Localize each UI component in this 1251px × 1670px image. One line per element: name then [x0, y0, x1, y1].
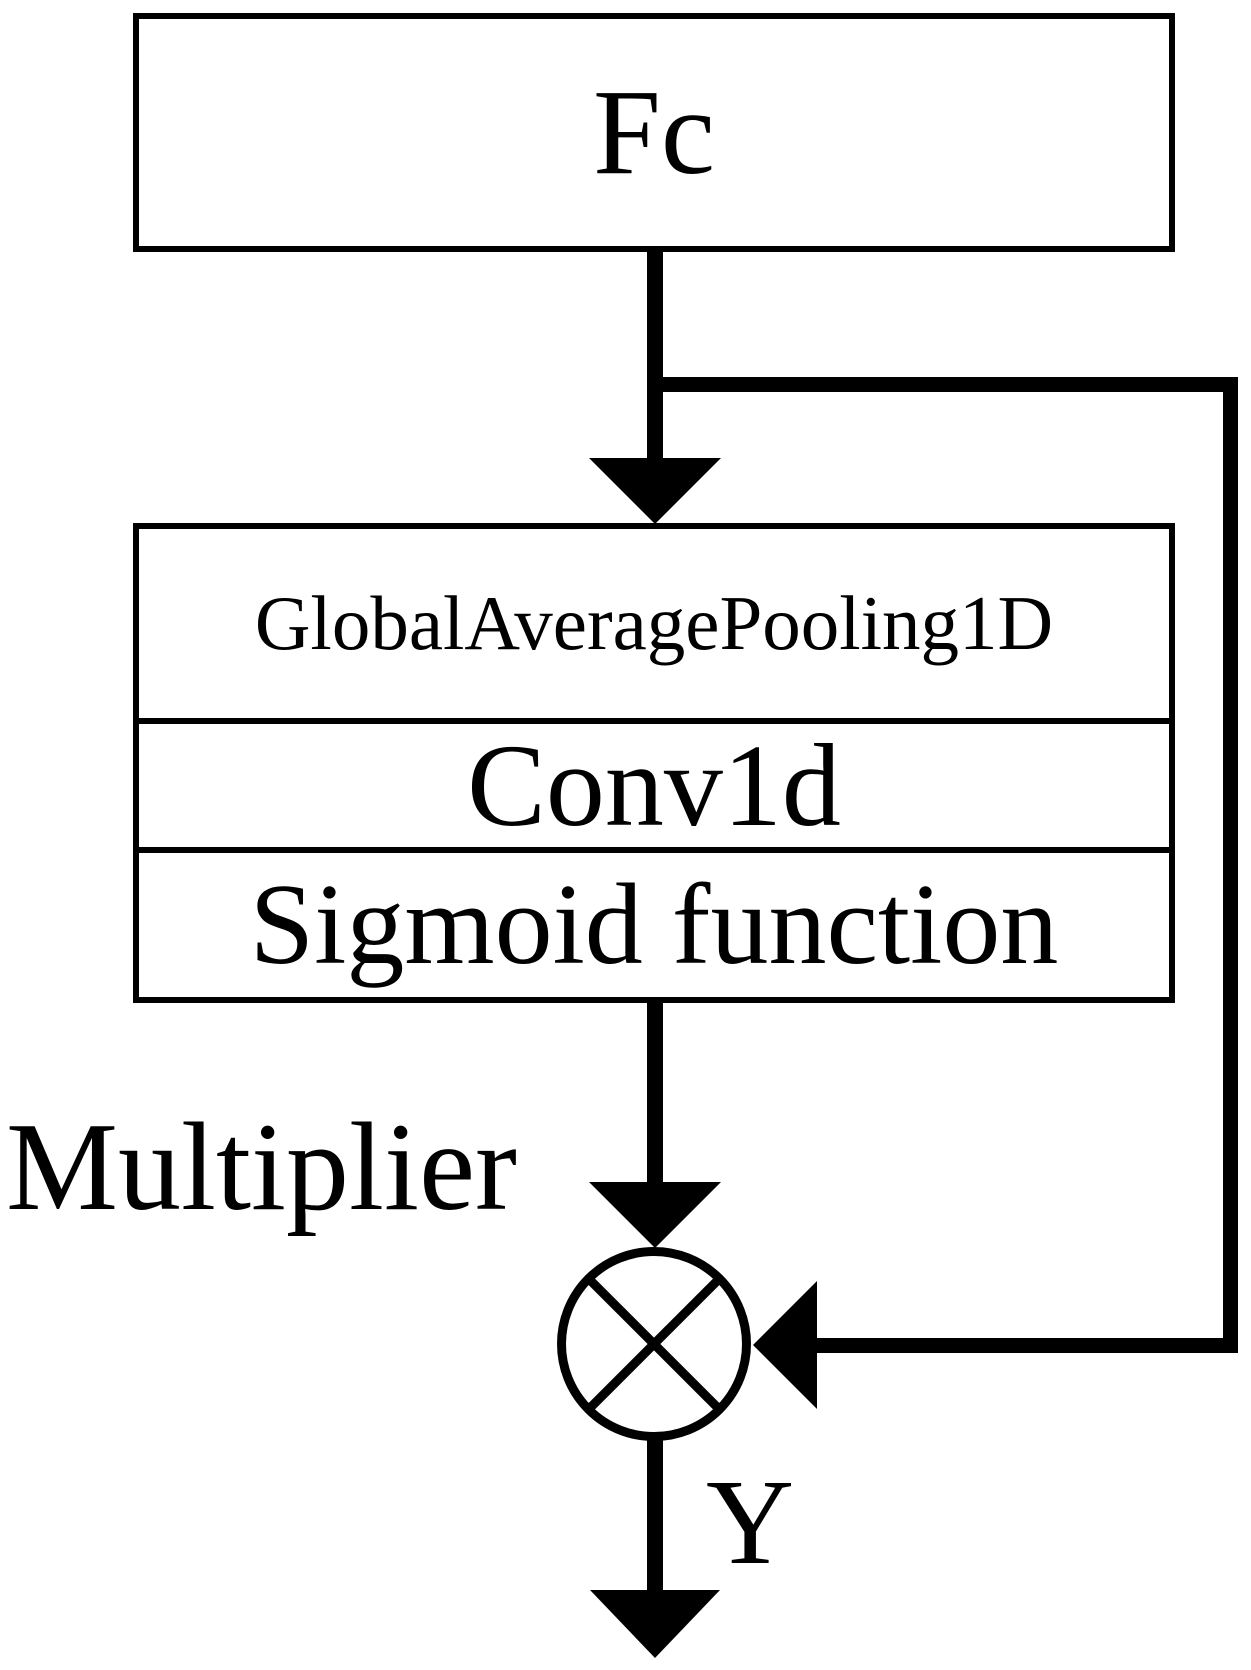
layer-sigmoid: Sigmoid function — [139, 853, 1169, 997]
layer-global-average-pooling-label: GlobalAveragePooling1D — [254, 580, 1054, 666]
output-arrow-line — [647, 1438, 663, 1592]
fc-box: Fc — [133, 13, 1175, 252]
skip-connection-bottom-line — [808, 1338, 1238, 1353]
arrowhead-into-multiplier-left-icon — [753, 1281, 817, 1409]
output-label: Y — [706, 1455, 795, 1590]
attention-block: GlobalAveragePooling1D Conv1d Sigmoid fu… — [133, 523, 1175, 1003]
arrowhead-into-multiplier-top-icon — [589, 1182, 721, 1248]
multiplier-node — [557, 1247, 751, 1441]
multiplier-label: Multiplier — [6, 1098, 517, 1237]
fc-box-label: Fc — [593, 64, 715, 200]
layer-conv1d-label: Conv1d — [467, 719, 841, 851]
connector-fc-to-block-line — [647, 250, 663, 462]
output-arrowhead-icon — [590, 1590, 720, 1658]
skip-connection-top-line — [647, 377, 1238, 392]
skip-connection-right-line — [1223, 377, 1238, 1353]
layer-global-average-pooling: GlobalAveragePooling1D — [139, 529, 1169, 724]
connector-block-to-multiplier-line — [647, 1001, 663, 1186]
arrowhead-into-block-icon — [589, 458, 721, 524]
layer-conv1d: Conv1d — [139, 724, 1169, 853]
layer-sigmoid-label: Sigmoid function — [249, 861, 1059, 989]
